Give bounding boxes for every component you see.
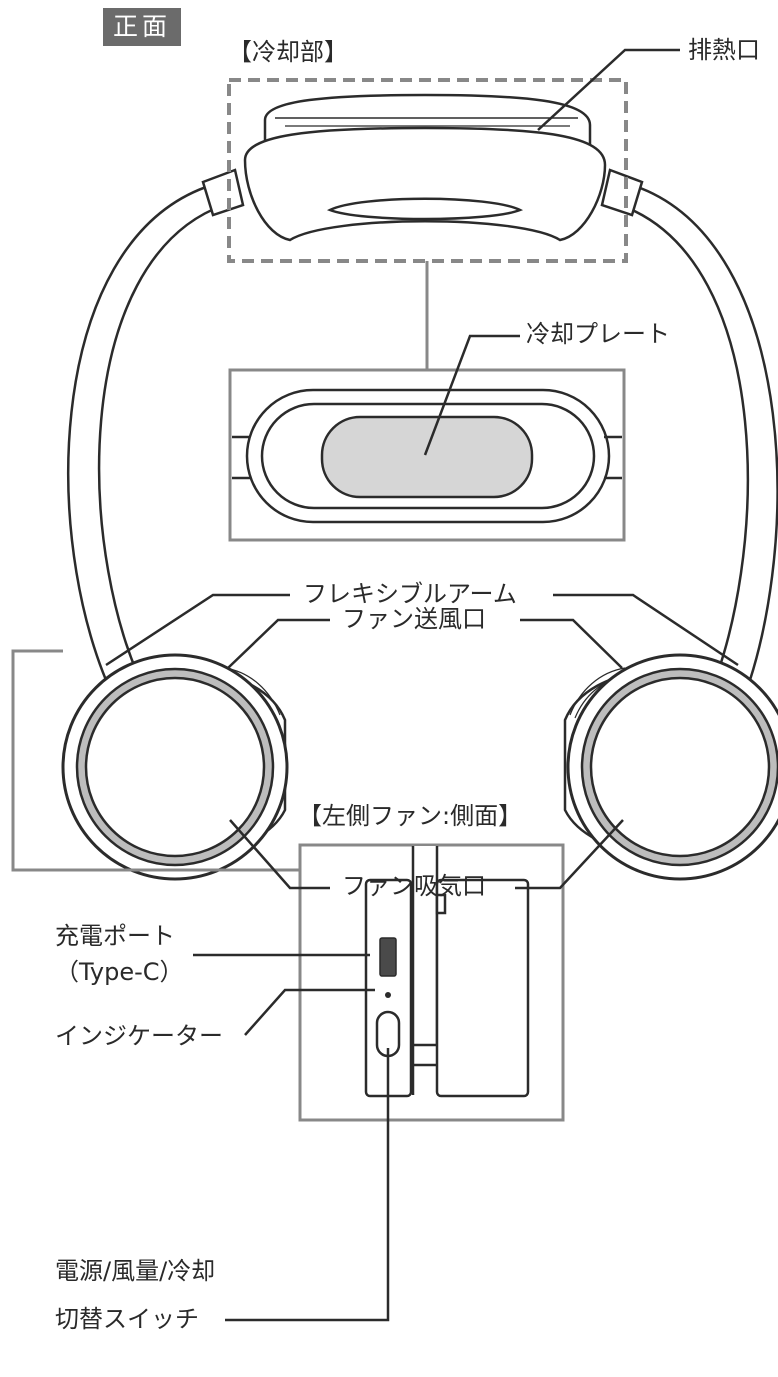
indicator-led [385,992,391,998]
leader-lines [105,48,739,1322]
cooling-unit [243,93,607,242]
label-switch-2: 切替スイッチ [55,1305,199,1333]
label-fan-intake: ファン吸気口 [342,872,486,900]
label-cooling-section: 【冷却部】 [228,38,348,66]
flexible-arm-band [67,183,778,721]
side-view-connector [11,649,300,872]
label-charge-port-1: 充電ポート [55,922,175,950]
fan-right [563,653,778,881]
cooling-section-frame [227,78,628,263]
leader-exhaust [537,48,680,131]
label-flexible-arm: フレキシブルアーム [303,580,517,608]
label-exhaust-vent: 排熱口 [688,36,760,64]
leader-indicator [244,988,375,1036]
leader-intake-right [515,819,624,890]
cooling-plate-housing [232,388,622,524]
view-badge: 正面 [103,8,181,46]
cooling-plate [320,415,534,499]
leader-switch [225,1048,390,1322]
label-fan-outlet: ファン送風口 [342,605,486,633]
label-switch-1: 電源/風量/冷却 [55,1257,216,1285]
leader-outlet-right [520,618,623,669]
charge-port [379,937,397,977]
leader-arm-right [553,593,739,667]
leader-arm-left [105,593,290,667]
label-charge-port-2: （Type-C） [55,958,184,986]
hinge-right [600,168,644,217]
label-indicator: インジケーター [55,1022,223,1050]
leader-outlet-left [227,618,330,669]
leader-intake-left [229,819,330,890]
leader-cooling-plate [423,334,520,456]
label-left-fan-side: 【左側ファン:側面】 [298,802,523,830]
hinge-left [201,168,245,217]
label-cooling-plate: 冷却プレート [526,320,670,348]
